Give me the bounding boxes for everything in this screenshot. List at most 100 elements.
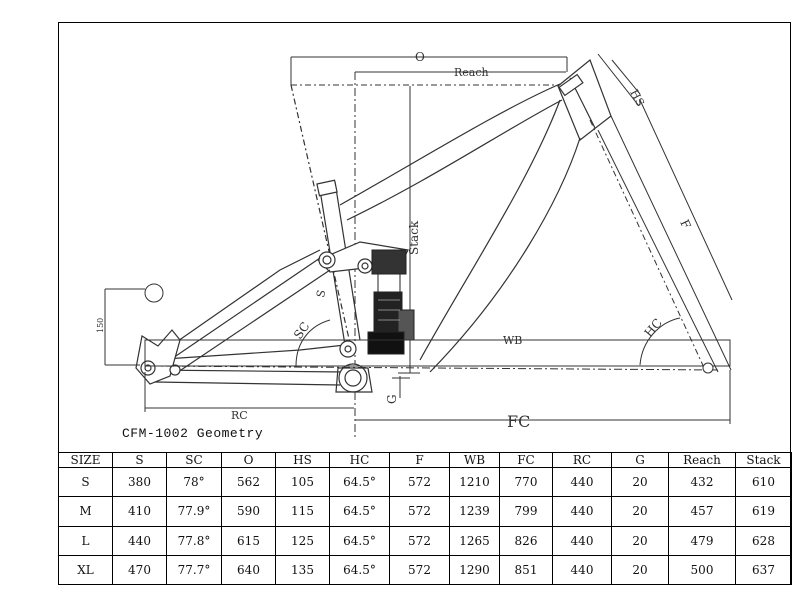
table-cell: 615 bbox=[221, 525, 276, 556]
header-cell: S bbox=[112, 452, 167, 468]
table-cell: 135 bbox=[275, 554, 330, 586]
table-row: L 440 77.8° 615 125 64.5° 572 1265 826 4… bbox=[58, 525, 792, 556]
rear-dropout bbox=[135, 329, 181, 385]
table-cell: 20 bbox=[611, 554, 669, 586]
table-cell: M bbox=[58, 496, 113, 527]
table-cell: 77.8° bbox=[166, 525, 222, 556]
table-cell: 1290 bbox=[449, 554, 500, 586]
top-tube bbox=[339, 83, 563, 221]
table-cell: 410 bbox=[112, 496, 167, 527]
table-cell: 64.5° bbox=[329, 466, 390, 498]
table-cell: L bbox=[58, 525, 113, 556]
header-cell: HS bbox=[275, 452, 330, 468]
table-cell: 619 bbox=[735, 496, 792, 527]
label-reach: Reach bbox=[454, 66, 489, 79]
wb-dimension bbox=[144, 339, 731, 371]
header-cell: F bbox=[389, 452, 450, 468]
table-row: S 380 78° 562 105 64.5° 572 1210 770 440… bbox=[58, 466, 792, 498]
table-cell: XL bbox=[58, 554, 113, 586]
rotor-mount bbox=[144, 283, 164, 303]
drawing-caption: CFM-1002 Geometry bbox=[122, 426, 264, 441]
header-cell: SIZE bbox=[58, 452, 113, 468]
table-cell: 20 bbox=[611, 466, 669, 498]
table-cell: 440 bbox=[552, 466, 612, 498]
table-cell: 610 bbox=[735, 466, 792, 498]
table-cell: 500 bbox=[668, 554, 736, 586]
table-cell: 125 bbox=[275, 525, 330, 556]
table-cell: 64.5° bbox=[329, 496, 390, 527]
bottom-bracket bbox=[335, 340, 373, 393]
rc-dimension bbox=[144, 372, 354, 412]
label-s: S bbox=[314, 289, 328, 299]
label-fc: FC bbox=[507, 412, 530, 431]
table-cell: 1239 bbox=[449, 496, 500, 527]
table-cell: 590 bbox=[221, 496, 276, 527]
header-cell: SC bbox=[166, 452, 222, 468]
table-cell: 770 bbox=[499, 466, 553, 498]
rotor-150-dimension bbox=[104, 288, 145, 366]
label-sc: SC bbox=[291, 319, 312, 341]
hs-dimension bbox=[597, 53, 641, 107]
head-tube bbox=[557, 59, 612, 141]
o-dimension bbox=[290, 56, 568, 86]
sc-arc bbox=[295, 319, 331, 367]
label-rc: RC bbox=[231, 409, 248, 422]
table-cell: 440 bbox=[552, 525, 612, 556]
table-cell: 20 bbox=[611, 496, 669, 527]
header-cell: HC bbox=[329, 452, 390, 468]
table-cell: 64.5° bbox=[329, 554, 390, 586]
seat-stay bbox=[164, 249, 331, 373]
label-f: F bbox=[677, 217, 693, 230]
table-cell: 799 bbox=[499, 496, 553, 527]
hc-arc bbox=[639, 317, 681, 366]
table-cell: 572 bbox=[389, 496, 450, 527]
drawing-sheet bbox=[58, 22, 791, 585]
table-cell: 64.5° bbox=[329, 525, 390, 556]
table-cell: 432 bbox=[668, 466, 736, 498]
table-cell: 1210 bbox=[449, 466, 500, 498]
header-cell: Reach bbox=[668, 452, 736, 468]
geometry-table: SIZE S SC O HS HC F WB FC RC G Reach Sta… bbox=[58, 452, 792, 586]
table-cell: 20 bbox=[611, 525, 669, 556]
down-tube bbox=[419, 99, 581, 373]
table-cell: 470 bbox=[112, 554, 167, 586]
header-cell: RC bbox=[552, 452, 612, 468]
table-cell: 457 bbox=[668, 496, 736, 527]
table-cell: 562 bbox=[221, 466, 276, 498]
table-header-row: SIZE S SC O HS HC F WB FC RC G Reach Sta… bbox=[58, 452, 792, 468]
table-cell: 572 bbox=[389, 525, 450, 556]
label-hc: HC bbox=[642, 316, 665, 340]
front-axle bbox=[702, 362, 714, 374]
header-cell: G bbox=[611, 452, 669, 468]
table-cell: 1265 bbox=[449, 525, 500, 556]
table-cell: 78° bbox=[166, 466, 222, 498]
table-cell: 628 bbox=[735, 525, 792, 556]
chain-stay bbox=[149, 344, 346, 386]
table-row: M 410 77.9° 590 115 64.5° 572 1239 799 4… bbox=[58, 496, 792, 527]
header-cell: Stack bbox=[735, 452, 792, 468]
table-cell: 440 bbox=[552, 554, 612, 586]
header-cell: WB bbox=[449, 452, 500, 468]
table-cell: 380 bbox=[112, 466, 167, 498]
table-cell: 640 bbox=[221, 554, 276, 586]
table-cell: 77.9° bbox=[166, 496, 222, 527]
table-cell: 826 bbox=[499, 525, 553, 556]
label-wb: WB bbox=[503, 334, 522, 347]
table-cell: 479 bbox=[668, 525, 736, 556]
label-150: 150 bbox=[96, 318, 105, 333]
header-cell: FC bbox=[499, 452, 553, 468]
table-cell: 115 bbox=[275, 496, 330, 527]
table-cell: 105 bbox=[275, 466, 330, 498]
table-cell: 572 bbox=[389, 466, 450, 498]
table-cell: 77.7° bbox=[166, 554, 222, 586]
shock-absorber bbox=[367, 249, 415, 355]
label-stack: Stack bbox=[407, 220, 421, 255]
label-o: O bbox=[415, 50, 425, 64]
table-cell: 440 bbox=[552, 496, 612, 527]
header-cell: O bbox=[221, 452, 276, 468]
fc-dimension bbox=[355, 370, 731, 424]
fork bbox=[589, 99, 733, 373]
table-cell: S bbox=[58, 466, 113, 498]
table-cell: 637 bbox=[735, 554, 792, 586]
